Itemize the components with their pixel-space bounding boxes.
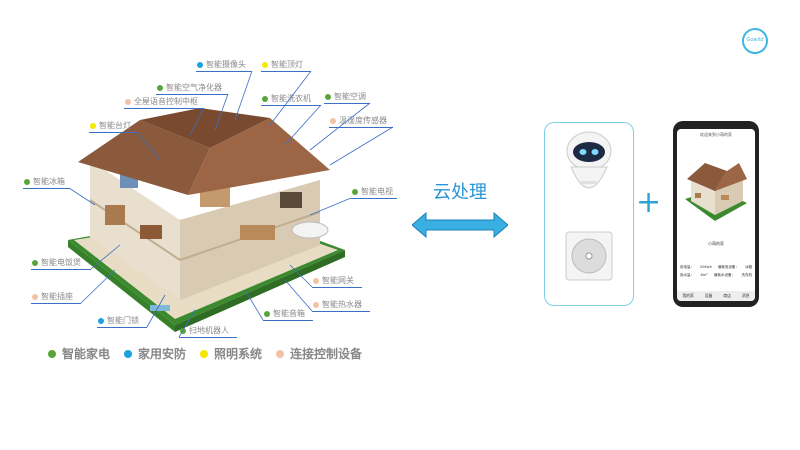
callout-rice-cooker: 智能电饭煲 [32,258,81,268]
house-caption: 小萌的家 [708,241,724,246]
legend: 智能家电 家用安防 照明系统 连接控制设备 [48,345,362,362]
callout-camera: 智能摄像头 [197,60,246,70]
stat-label: 用水量： [680,273,694,277]
callout-camera-label: 智能摄像头 [206,60,246,69]
phone-screen: 欢迎来到小萌的家 小萌的家 用电量： 50Kwh 最耗电设备： 冰箱 用水量： 6m³ 最… [677,129,755,301]
cloud-processing-label: 云处理 [433,182,487,203]
connection-dot-icon [330,118,336,124]
stat-label: 最耗电设备： [717,265,739,269]
callout-ceiling-light-label: 智能顶灯 [271,60,303,69]
stat-value: 6m³ [700,273,708,277]
stats-row: 用电量： 50Kwh 最耗电设备： 冰箱 [680,263,752,271]
callout-fridge-label: 智能冰箱 [33,177,65,186]
appliance-dot-icon [24,179,30,185]
nav-tab-store[interactable]: 商店 [723,293,731,298]
callout-voice-center-label: 全屋语音控制中枢 [134,97,198,106]
callout-water-heater-label: 智能热水器 [322,300,362,309]
smart-house-illustration [68,108,345,332]
callout-door-lock: 智能门锁 [98,316,139,326]
lighting-dot-icon [262,62,268,68]
callout-gateway-label: 智能网关 [322,276,354,285]
appliance-dot-icon [157,85,163,91]
callout-ac: 智能空调 [325,92,366,102]
connection-dot-icon [276,349,285,358]
legend-item-appliances: 智能家电 [48,345,110,362]
callout-gateway: 智能网关 [313,276,354,286]
callout-air-purifier-label: 智能空气净化器 [166,83,222,92]
legend-label: 智能家电 [62,347,111,361]
stat-label: 用电量： [680,265,694,269]
device-card [544,122,634,306]
appliance-dot-icon [352,189,358,195]
legend-label: 家用安防 [138,347,187,361]
stat-value: 洗衣机 [741,273,753,277]
connection-dot-icon [125,99,131,105]
double-arrow-icon [412,212,508,238]
stats-row: 用水量： 6m³ 最耗水设备： 洗衣机 [680,271,752,279]
appliance-dot-icon [325,94,331,100]
stat-value: 冰箱 [744,265,752,269]
appliance-dot-icon [48,349,56,358]
brand-logo: Gowild [742,28,768,54]
connection-dot-icon [32,294,38,300]
legend-item-connection: 连接控制设备 [276,345,362,362]
callout-speaker: 智能音箱 [264,309,305,319]
brand-logo-text: Gowild [746,37,764,43]
appliance-dot-icon [264,311,270,317]
callout-door-lock-label: 智能门锁 [107,316,139,325]
lighting-dot-icon [200,349,209,358]
callout-water-heater: 智能热水器 [313,300,362,310]
security-dot-icon [197,62,203,68]
security-dot-icon [124,349,133,358]
mini-house-icon [685,163,747,221]
callout-temp-sensor-label: 温湿度传感器 [339,116,387,125]
nav-tab-home[interactable]: 我的家 [682,293,694,298]
legend-label: 连接控制设备 [290,347,363,361]
callout-socket-label: 智能插座 [41,292,73,301]
connection-dot-icon [313,278,319,284]
robot-icon [566,131,612,189]
callout-vacuum-label: 扫地机器人 [189,326,229,335]
callout-voice-center: 全屋语音控制中枢 [125,97,198,107]
lighting-dot-icon [90,123,96,129]
bottom-nav: 我的家 设备 商店 消息 [677,291,755,301]
callout-fridge: 智能冰箱 [24,177,65,187]
appliance-dot-icon [262,96,268,102]
callout-speaker-label: 智能音箱 [273,309,305,318]
nav-tab-devices[interactable]: 设备 [704,293,713,298]
plus-sign: + [636,185,662,220]
legend-item-lighting: 照明系统 [200,345,262,362]
callout-tv: 智能电视 [352,187,393,197]
callout-air-purifier: 智能空气净化器 [157,83,222,93]
callout-ceiling-light: 智能顶灯 [262,60,303,70]
security-dot-icon [98,318,104,324]
legend-label: 照明系统 [214,347,263,361]
callout-washer: 智能洗衣机 [262,94,311,104]
nav-tab-messages[interactable]: 消息 [741,293,750,298]
stat-value: 50Kwh [700,265,712,269]
callout-desk-lamp: 智能台灯 [90,121,131,131]
callout-rice-cooker-label: 智能电饭煲 [41,258,81,267]
legend-item-security: 家用安防 [124,345,186,362]
usage-stats: 用电量： 50Kwh 最耗电设备： 冰箱 用水量： 6m³ 最耗水设备： 洗衣机 [680,263,752,279]
callout-tv-label: 智能电视 [361,187,393,196]
app-title: 欢迎来到小萌的家 [700,132,732,137]
callout-ac-label: 智能空调 [334,92,366,101]
callout-desk-lamp-label: 智能台灯 [99,121,131,130]
phone-mockup: 欢迎来到小萌的家 小萌的家 用电量： 50Kwh 最耗电设备： 冰箱 用水量： 6m³ 最… [673,121,759,307]
callout-temp-sensor: 温湿度传感器 [330,116,387,126]
callout-socket: 智能插座 [32,292,73,302]
callout-washer-label: 智能洗衣机 [271,94,311,103]
connection-dot-icon [313,302,319,308]
stat-label: 最耗水设备： [714,273,736,277]
appliance-dot-icon [32,260,38,266]
smart-switch-icon [565,231,613,281]
